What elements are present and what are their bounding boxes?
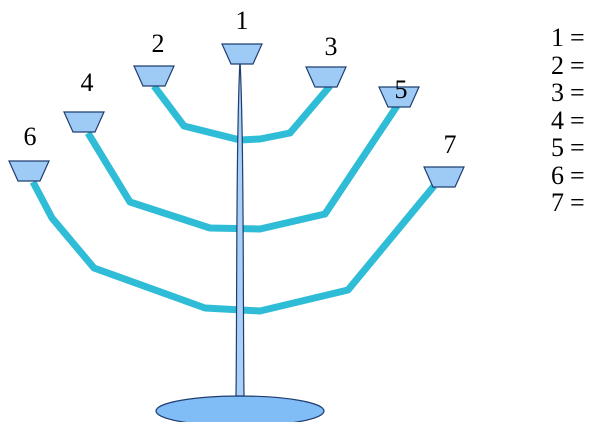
candelabrum-base — [155, 395, 325, 422]
key-equals-sign: = — [570, 50, 585, 80]
key-row-5: 5= — [551, 134, 585, 162]
key-number: 2 — [551, 50, 564, 80]
key-number: 3 — [551, 78, 564, 107]
lamp-cup-3 — [305, 66, 347, 88]
inner-branch-arm — [151, 83, 333, 144]
key-equals-sign: = — [570, 23, 585, 52]
key-number: 1 — [551, 23, 564, 52]
key-equals-sign: = — [570, 133, 585, 162]
key-equals-sign: = — [570, 105, 585, 135]
lamp-cup-1 — [221, 43, 263, 65]
key-row-4: 4= — [551, 105, 585, 135]
cup-label-1: 1 — [236, 6, 249, 35]
key-number: 7 — [551, 188, 564, 217]
key-row-1: 1= — [551, 24, 585, 52]
key-row-6: 6= — [551, 160, 585, 190]
lamp-cup-7 — [423, 166, 465, 188]
key-row-2: 2= — [551, 50, 585, 80]
key-row-3: 3= — [551, 79, 585, 107]
cup-label-7: 7 — [444, 130, 457, 159]
lamp-cup-2 — [133, 65, 175, 87]
key-number: 5 — [551, 133, 564, 162]
key-equals-sign: = — [570, 160, 585, 190]
cup-label-3: 3 — [325, 32, 338, 61]
cup-label-6: 6 — [24, 122, 37, 151]
key-number: 4 — [551, 105, 564, 135]
lamp-cup-5 — [378, 86, 420, 108]
key-row-7: 7= — [551, 189, 585, 217]
cup-label-2: 2 — [152, 29, 165, 58]
outer-branch-arm — [29, 180, 437, 315]
key-equals-sign: = — [570, 78, 585, 107]
cup-label-5: 5 — [395, 75, 408, 104]
lamp-cup-4 — [63, 111, 105, 133]
lamp-cup-6 — [8, 160, 50, 182]
central-stem — [235, 59, 245, 397]
cup-label-4: 4 — [81, 68, 94, 97]
middle-branch-arm — [85, 104, 400, 233]
key-equals-sign: = — [570, 188, 585, 217]
key-number: 6 — [551, 160, 564, 190]
number-key-list: 1= 2= 3= 4= 5= 6= 7= — [551, 24, 585, 217]
